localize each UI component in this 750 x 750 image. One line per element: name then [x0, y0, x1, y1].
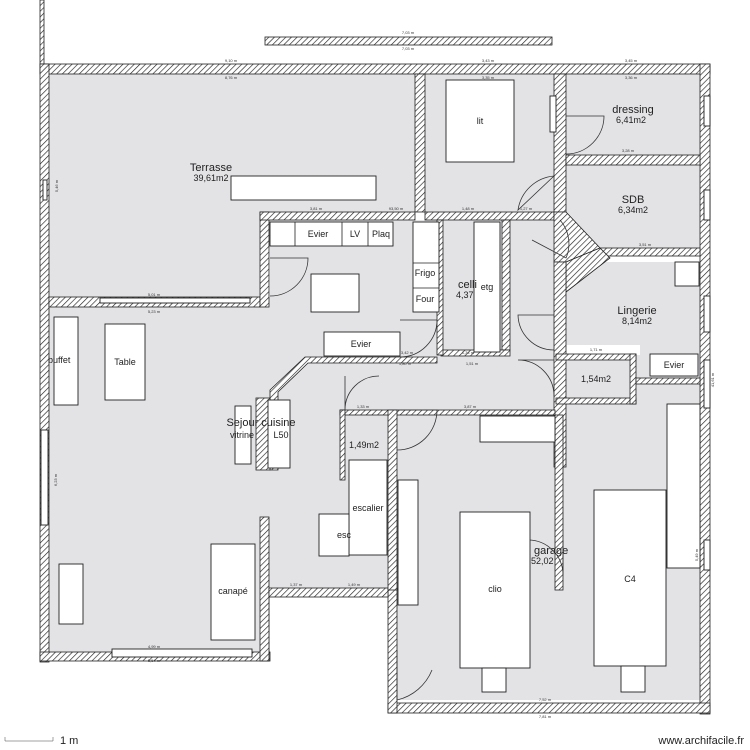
furniture-labels: lit Evier LV Plaq Frigo Four etg Evier E… [48, 116, 684, 596]
dim-garage-bottom: 7,52 m [539, 697, 552, 702]
room-area-lingerie: 8,14m2 [622, 316, 652, 326]
dim-terrasse-top: 9,10 m [225, 58, 238, 63]
room-area-cellier: 4,37 [456, 290, 474, 300]
plaq-label: Plaq [372, 229, 390, 239]
top-wall-bar [264, 36, 553, 46]
room-name-dressing: dressing [612, 104, 654, 116]
dim-lit-top-inner: 3,35 m [482, 75, 495, 80]
dim-dressing-top: 3,45 m [625, 58, 638, 63]
lv-label: LV [350, 229, 360, 239]
dim-stair-bottom: 1,37 m [290, 582, 303, 587]
scale-label: 1 m [60, 735, 78, 747]
dim-evier-bottom2: 1,80 m [399, 361, 412, 366]
room-area-terrasse: 39,61m2 [193, 173, 228, 183]
room-area-sdb: 6,34m2 [618, 205, 648, 215]
windows [40, 95, 711, 658]
dim-lingerie-top: 1,71 m [590, 347, 603, 352]
table-label: Table [114, 357, 136, 367]
corner-post [39, 0, 45, 66]
dim-hall-top: 1,33 m [357, 404, 370, 409]
dim-sdb-top: 3,28 m [622, 148, 635, 153]
room-name-terrasse: Terrasse [190, 162, 232, 174]
escalier-label: escalier [352, 503, 383, 513]
dim-terrasse-top-inner: 8,76 m [225, 75, 238, 80]
evier-island-label: Evier [351, 339, 372, 349]
dim-lit-bottom: 1,48 m [462, 206, 475, 211]
evier-lingerie-label: Evier [664, 360, 685, 370]
clio-label: clio [488, 584, 502, 594]
dim-sejour-left: 6,23 m [53, 473, 58, 486]
room-name-lingerie: Lingerie [617, 305, 656, 317]
lingerie-floor [566, 262, 700, 345]
dim-cellier-bottom2: 1,51 m [466, 361, 479, 366]
dim-lit-bottom-right: 1,27 m [520, 206, 533, 211]
dim-cellier-bottom: 1,34 m [462, 350, 475, 355]
dim-terrasse-bottom-inner: 5,23 m [148, 309, 161, 314]
esc-label: esc [337, 530, 352, 540]
dim-garage-right: 5,49 m [694, 548, 699, 561]
dim-garage-right2: 41,61 m [710, 372, 715, 387]
dim-terrasse-bottom: 5,01 m [148, 292, 161, 297]
dimension-labels: 7,03 m 7,03 m 9,10 m 8,76 m 3,43 m 3,35 … [53, 30, 715, 719]
dim-sdb-bottom: 3,51 m [639, 242, 652, 247]
evier-label: Evier [308, 229, 329, 239]
room-name-sdb: SDB [622, 194, 645, 206]
room-area-dressing: 6,41m2 [616, 115, 646, 125]
c4-label: C4 [624, 574, 636, 584]
dim-hall-top2: 3,87 m [464, 404, 477, 409]
room-area-hall: 1,49m2 [349, 440, 379, 450]
lit-label: lit [477, 116, 484, 126]
dim-top-bar: 7,03 m [402, 30, 415, 35]
dressing-floor [566, 74, 700, 155]
etg-label: etg [481, 282, 494, 292]
buffet-label: buffet [48, 355, 71, 365]
credit-text: www.archifacile.fr [657, 735, 744, 747]
kitchen-counter [269, 221, 394, 247]
sdb-floor [566, 165, 700, 248]
vitrine-label: vitrine [230, 430, 254, 440]
dim-sejour-bottom: 4,99 m [148, 644, 161, 649]
four-label: Four [416, 294, 435, 304]
dim-sejour-bottom2: 5,54 m [148, 658, 161, 663]
dim-top-bar-under: 7,03 m [402, 46, 415, 51]
footer: 1 m www.archifacile.fr [4, 735, 744, 747]
l50-label: L50 [273, 430, 288, 440]
room-area-garage: 52,02 [531, 556, 554, 566]
dim-evier-bottom: 3,42 m [401, 350, 414, 355]
dim-stair-bottom2: 1,49 m [348, 582, 361, 587]
furniture [53, 79, 701, 693]
dim-kitchen-top-right: 93,50 m [389, 206, 404, 211]
dim-garage-bottom2: 7,81 m [539, 714, 552, 719]
room-name-garage: garage [534, 545, 568, 557]
dim-terrasse-left: 5,46 m [54, 179, 59, 192]
frigo-label: Frigo [415, 268, 436, 278]
canape-label: canapé [218, 586, 248, 596]
dim-dressing-top-inner: 3,36 m [625, 75, 638, 80]
room-labels: Terrasse 39,61m2 dressing 6,41m2 SDB 6,3… [190, 104, 657, 566]
doors [269, 115, 605, 701]
dim-lit-top: 3,43 m [482, 58, 495, 63]
room-area-wc: 1,54m2 [581, 374, 611, 384]
room-name-sejour: Sejour cuisine [226, 417, 295, 429]
room-name-cellier: celli [458, 279, 477, 291]
dim-kitchen-top: 3,81 m [310, 206, 323, 211]
